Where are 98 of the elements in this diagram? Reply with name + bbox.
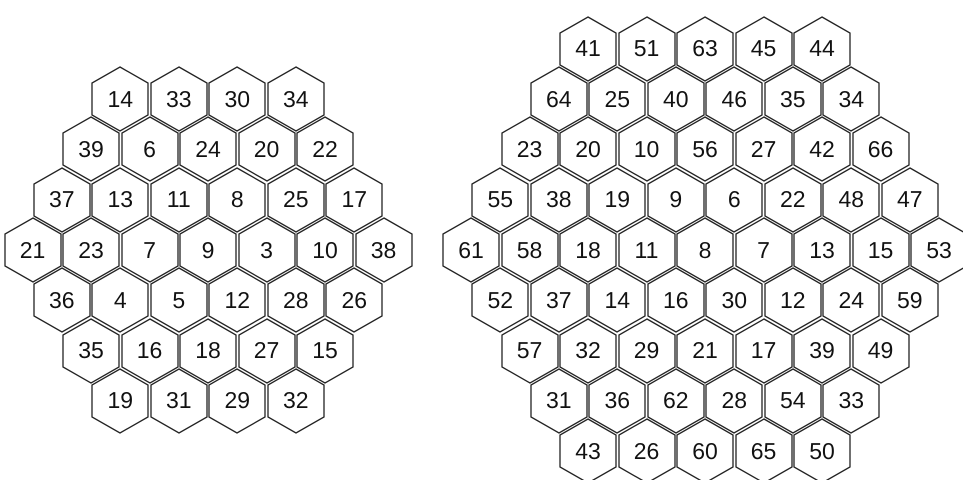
hexagon-tile: 43 bbox=[559, 418, 617, 480]
hexagon-tile: 19 bbox=[91, 368, 150, 434]
hexagon-tile: 27 bbox=[734, 116, 792, 182]
hexagon-tile: 17 bbox=[325, 166, 384, 233]
hexagon-tile: 20 bbox=[238, 116, 296, 182]
hexagon-tile: 66 bbox=[852, 116, 910, 182]
hexagon-tile: 58 bbox=[500, 217, 558, 283]
hexagon-tile: 16 bbox=[646, 267, 705, 334]
hexagon-tile: 55 bbox=[471, 166, 530, 233]
hexagon-tile: 54 bbox=[764, 368, 822, 434]
hexagon-tile: 27 bbox=[238, 318, 296, 384]
hexagon-tile: 41 bbox=[559, 16, 617, 82]
hexagon-tile: 21 bbox=[676, 318, 734, 384]
hexagon-tile: 36 bbox=[588, 368, 646, 434]
hexagon-tile: 15 bbox=[296, 318, 354, 384]
hexagon-tile: 37 bbox=[530, 267, 588, 334]
hexagon-tile: 19 bbox=[588, 166, 646, 233]
hexagon-tile: 30 bbox=[705, 267, 764, 334]
hexagon-tile: 22 bbox=[764, 166, 822, 233]
hexagon-tile: 13 bbox=[793, 217, 851, 283]
hexagon-tile: 53 bbox=[910, 217, 963, 283]
hexagon-tile: 24 bbox=[822, 267, 880, 334]
hexagon-tile: 46 bbox=[705, 66, 764, 132]
hexagon-tile: 21 bbox=[4, 217, 62, 283]
hexagon-tile: 34 bbox=[822, 66, 880, 132]
hexagon-tile: 39 bbox=[793, 318, 851, 384]
hexagon-tile: 31 bbox=[150, 368, 208, 434]
hexagon-tile: 28 bbox=[705, 368, 764, 434]
hexagon-tile: 25 bbox=[588, 66, 646, 132]
hexagon-tile: 23 bbox=[62, 217, 120, 283]
hexagon-tile: 16 bbox=[120, 318, 178, 384]
hexagon-tile: 50 bbox=[793, 418, 851, 480]
hexagon-tile: 42 bbox=[793, 116, 851, 182]
hexagon-tile: 45 bbox=[734, 16, 792, 82]
hexagon-tile: 25 bbox=[266, 166, 325, 233]
hexagon-tile: 23 bbox=[500, 116, 558, 182]
hexagon-tile: 10 bbox=[296, 217, 354, 283]
hexagon-tile: 35 bbox=[764, 66, 822, 132]
hexagon-tile: 51 bbox=[618, 16, 676, 82]
hexagon-tile: 60 bbox=[676, 418, 734, 480]
hexagon-tile: 32 bbox=[559, 318, 617, 384]
hexagon-tile: 3 bbox=[238, 217, 296, 283]
hexagon-tile: 47 bbox=[880, 166, 939, 233]
hexagon-tile: 14 bbox=[588, 267, 646, 334]
hexagon-tile: 63 bbox=[676, 16, 734, 82]
hexagon-tile: 33 bbox=[150, 66, 208, 132]
hexagon-tile: 26 bbox=[618, 418, 676, 480]
hexagon-tile: 18 bbox=[179, 318, 237, 384]
hexagon-tile: 62 bbox=[646, 368, 705, 434]
hexagon-tile: 6 bbox=[705, 166, 764, 233]
hexagon-tile: 32 bbox=[266, 368, 325, 434]
hexagon-tile: 44 bbox=[793, 16, 851, 82]
hexagon-tile: 20 bbox=[559, 116, 617, 182]
hexagon-tile: 5 bbox=[150, 267, 208, 334]
hexagon-tile: 9 bbox=[646, 166, 705, 233]
hexagon-tile: 17 bbox=[734, 318, 792, 384]
hexagon-tile: 64 bbox=[530, 66, 588, 132]
hexagon-tile: 33 bbox=[822, 368, 880, 434]
hexagon-tile: 29 bbox=[618, 318, 676, 384]
hexagon-tile: 14 bbox=[91, 66, 150, 132]
hexagon-tile: 13 bbox=[91, 166, 150, 233]
hexagon-tile: 9 bbox=[179, 217, 237, 283]
hexagon-tile: 7 bbox=[120, 217, 178, 283]
hexagon-tile: 28 bbox=[266, 267, 325, 334]
hexagon-tile: 10 bbox=[618, 116, 676, 182]
hexagon-tile: 40 bbox=[646, 66, 705, 132]
hexagon-tile: 30 bbox=[208, 66, 266, 132]
hexagon-tile: 18 bbox=[559, 217, 617, 283]
hexagon-tile: 48 bbox=[822, 166, 880, 233]
hexagon-tile: 39 bbox=[62, 116, 120, 182]
hexagon-tile: 4 bbox=[91, 267, 150, 334]
hexagon-tile: 11 bbox=[618, 217, 676, 283]
hexagon-tile: 12 bbox=[764, 267, 822, 334]
hexagon-tile: 34 bbox=[266, 66, 325, 132]
hexagon-tile: 38 bbox=[530, 166, 588, 233]
hexagon-tile: 61 bbox=[442, 217, 500, 283]
hexagon-tile: 37 bbox=[32, 166, 91, 233]
hexagon-tile: 38 bbox=[354, 217, 412, 283]
hexagon-tile: 65 bbox=[734, 418, 792, 480]
hexagon-tile: 52 bbox=[471, 267, 530, 334]
hexagon-tile: 8 bbox=[208, 166, 266, 233]
hexagon-tile: 26 bbox=[325, 267, 384, 334]
hexagon-tile: 7 bbox=[734, 217, 792, 283]
hexagon-tile: 6 bbox=[120, 116, 178, 182]
hexagon-tile: 36 bbox=[32, 267, 91, 334]
hexagon-tile: 15 bbox=[852, 217, 910, 283]
hexagon-tile: 59 bbox=[880, 267, 939, 334]
hexagon-tile: 31 bbox=[530, 368, 588, 434]
hexagon-tile: 35 bbox=[62, 318, 120, 384]
hexagon-tile: 22 bbox=[296, 116, 354, 182]
hexagon-tile: 11 bbox=[150, 166, 208, 233]
hexagon-tile: 12 bbox=[208, 267, 266, 334]
hexagon-tile: 24 bbox=[179, 116, 237, 182]
hexagon-tile: 29 bbox=[208, 368, 266, 434]
hexagon-tile: 8 bbox=[676, 217, 734, 283]
hexagon-tile: 49 bbox=[852, 318, 910, 384]
hexagon-tile: 56 bbox=[676, 116, 734, 182]
hexagon-tile: 57 bbox=[500, 318, 558, 384]
